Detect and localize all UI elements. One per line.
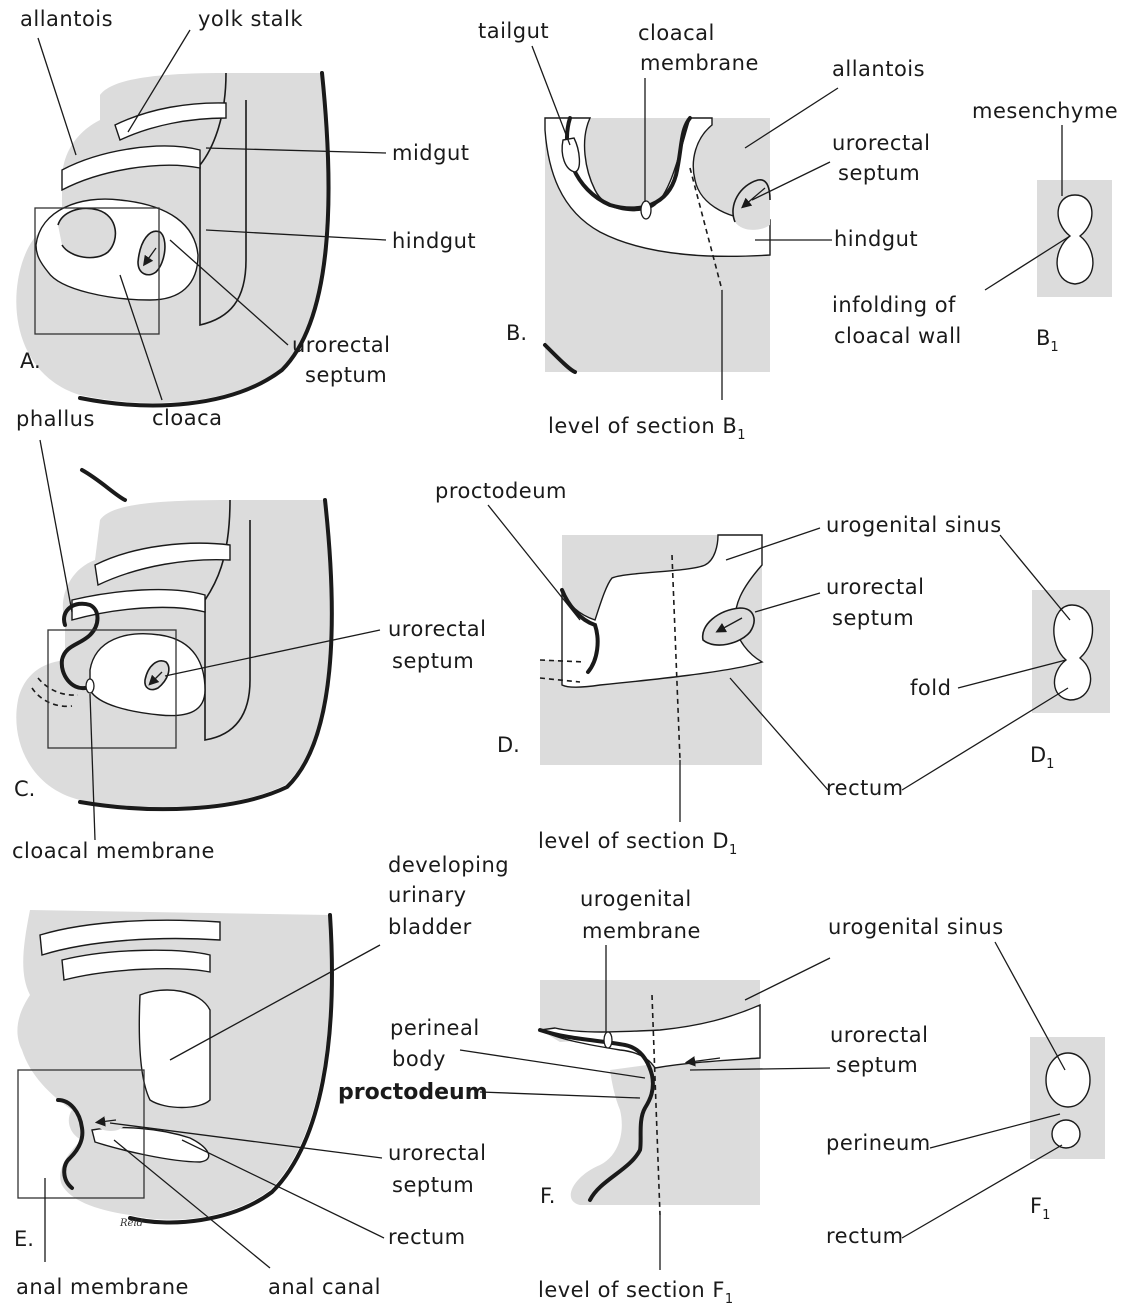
label-f1-rectum: rectum bbox=[826, 1224, 904, 1248]
label-e-urinary: urinary bbox=[388, 883, 467, 907]
label-c-cloacal-membrane: cloacal membrane bbox=[12, 839, 215, 863]
label-b1-mesenchyme: mesenchyme bbox=[972, 99, 1118, 123]
label-f-level-of-section: level of section F1 bbox=[538, 1278, 734, 1306]
label-d-septum: septum bbox=[832, 606, 914, 630]
label-a-cloaca: cloaca bbox=[152, 406, 223, 430]
label-e-anal-membrane: anal membrane bbox=[16, 1275, 189, 1299]
label-d-level-of-section: level of section D1 bbox=[538, 829, 738, 858]
panel-c-top-wall bbox=[82, 470, 125, 500]
label-a-septum: septum bbox=[305, 363, 387, 387]
label-a-allantois: allantois bbox=[20, 7, 113, 31]
panel-f1-rectum-lumen bbox=[1052, 1120, 1080, 1148]
label-d-urorectal: urorectal bbox=[826, 575, 924, 599]
panel-d1-drawing bbox=[1032, 590, 1110, 713]
label-a-hindgut: hindgut bbox=[392, 229, 476, 253]
label-d-urogenital-sinus: urogenital sinus bbox=[826, 513, 1002, 537]
label-b-hindgut: hindgut bbox=[834, 227, 918, 251]
panel-b-letter: B. bbox=[506, 321, 527, 345]
panel-f-lower-tissue bbox=[571, 1050, 760, 1205]
label-e-septum: septum bbox=[392, 1173, 474, 1197]
label-d1-fold: fold bbox=[910, 676, 951, 700]
label-f-perineal: perineal bbox=[390, 1016, 480, 1040]
label-f-urogenital: urogenital bbox=[580, 887, 692, 911]
panel-b1-letter: B1 bbox=[1036, 326, 1059, 355]
panel-b1-drawing bbox=[1037, 180, 1112, 297]
label-f-urogenital-sinus: urogenital sinus bbox=[828, 915, 1004, 939]
panel-b-drawing bbox=[545, 118, 770, 372]
label-f1-perineum: perineum bbox=[826, 1131, 931, 1155]
label-e-bladder: bladder bbox=[388, 915, 472, 939]
panel-d-drawing bbox=[540, 535, 762, 765]
label-a-yolk-stalk: yolk stalk bbox=[198, 7, 303, 31]
label-b-membrane: membrane bbox=[640, 51, 759, 75]
panel-d-tissue-left bbox=[540, 660, 565, 765]
label-b-tailgut: tailgut bbox=[478, 19, 549, 43]
label-f-membrane: membrane bbox=[582, 919, 701, 943]
label-e-anal-canal: anal canal bbox=[268, 1275, 381, 1299]
panel-f-drawing bbox=[540, 980, 760, 1215]
label-d-proctodeum: proctodeum bbox=[435, 479, 567, 503]
panel-d-letter: D. bbox=[497, 733, 520, 757]
label-c-urorectal: urorectal bbox=[388, 617, 486, 641]
panel-f-letter: F. bbox=[540, 1184, 555, 1208]
panel-f1-letter: F1 bbox=[1030, 1194, 1050, 1223]
label-b-allantois: allantois bbox=[832, 57, 925, 81]
panel-d1-letter: D1 bbox=[1030, 743, 1054, 772]
label-f-septum: septum bbox=[836, 1053, 918, 1077]
label-f-body: body bbox=[392, 1047, 446, 1071]
label-b-septum: septum bbox=[838, 161, 920, 185]
panel-c-membrane bbox=[86, 679, 94, 693]
panel-f1-sinus-lumen bbox=[1046, 1053, 1090, 1107]
signature: Reid bbox=[119, 1218, 143, 1229]
panel-a-drawing bbox=[16, 73, 328, 405]
label-a-urorectal: urorectal bbox=[292, 333, 390, 357]
label-b-urorectal: urorectal bbox=[832, 131, 930, 155]
label-e-rectum: rectum bbox=[388, 1225, 466, 1249]
label-b-cloacal: cloacal bbox=[638, 21, 715, 45]
panel-e-drawing bbox=[17, 910, 332, 1222]
panel-f1-drawing bbox=[1030, 1037, 1105, 1159]
label-d-rectum: rectum bbox=[826, 776, 904, 800]
label-f-proctodeum: proctodeum bbox=[338, 1080, 488, 1105]
panel-b-membrane bbox=[641, 201, 651, 219]
label-b1-infolding: infolding of bbox=[832, 293, 956, 317]
label-c-septum: septum bbox=[392, 649, 474, 673]
label-a-midgut: midgut bbox=[392, 141, 470, 165]
panel-e-letter: E. bbox=[14, 1227, 34, 1251]
label-b1-cloacal-wall: cloacal wall bbox=[834, 324, 962, 348]
panel-c-letter: C. bbox=[14, 777, 35, 801]
panel-a-letter: A. bbox=[20, 349, 41, 373]
label-e-developing: developing bbox=[388, 853, 509, 877]
panel-e-bladder-lumen bbox=[139, 990, 210, 1108]
label-c-phallus: phallus bbox=[16, 407, 95, 431]
panel-f-membrane bbox=[604, 1032, 612, 1048]
label-e-urorectal: urorectal bbox=[388, 1141, 486, 1165]
label-b-level-of-section: level of section B1 bbox=[548, 414, 746, 443]
panel-c-drawing bbox=[16, 470, 332, 809]
label-f-urorectal: urorectal bbox=[830, 1023, 928, 1047]
